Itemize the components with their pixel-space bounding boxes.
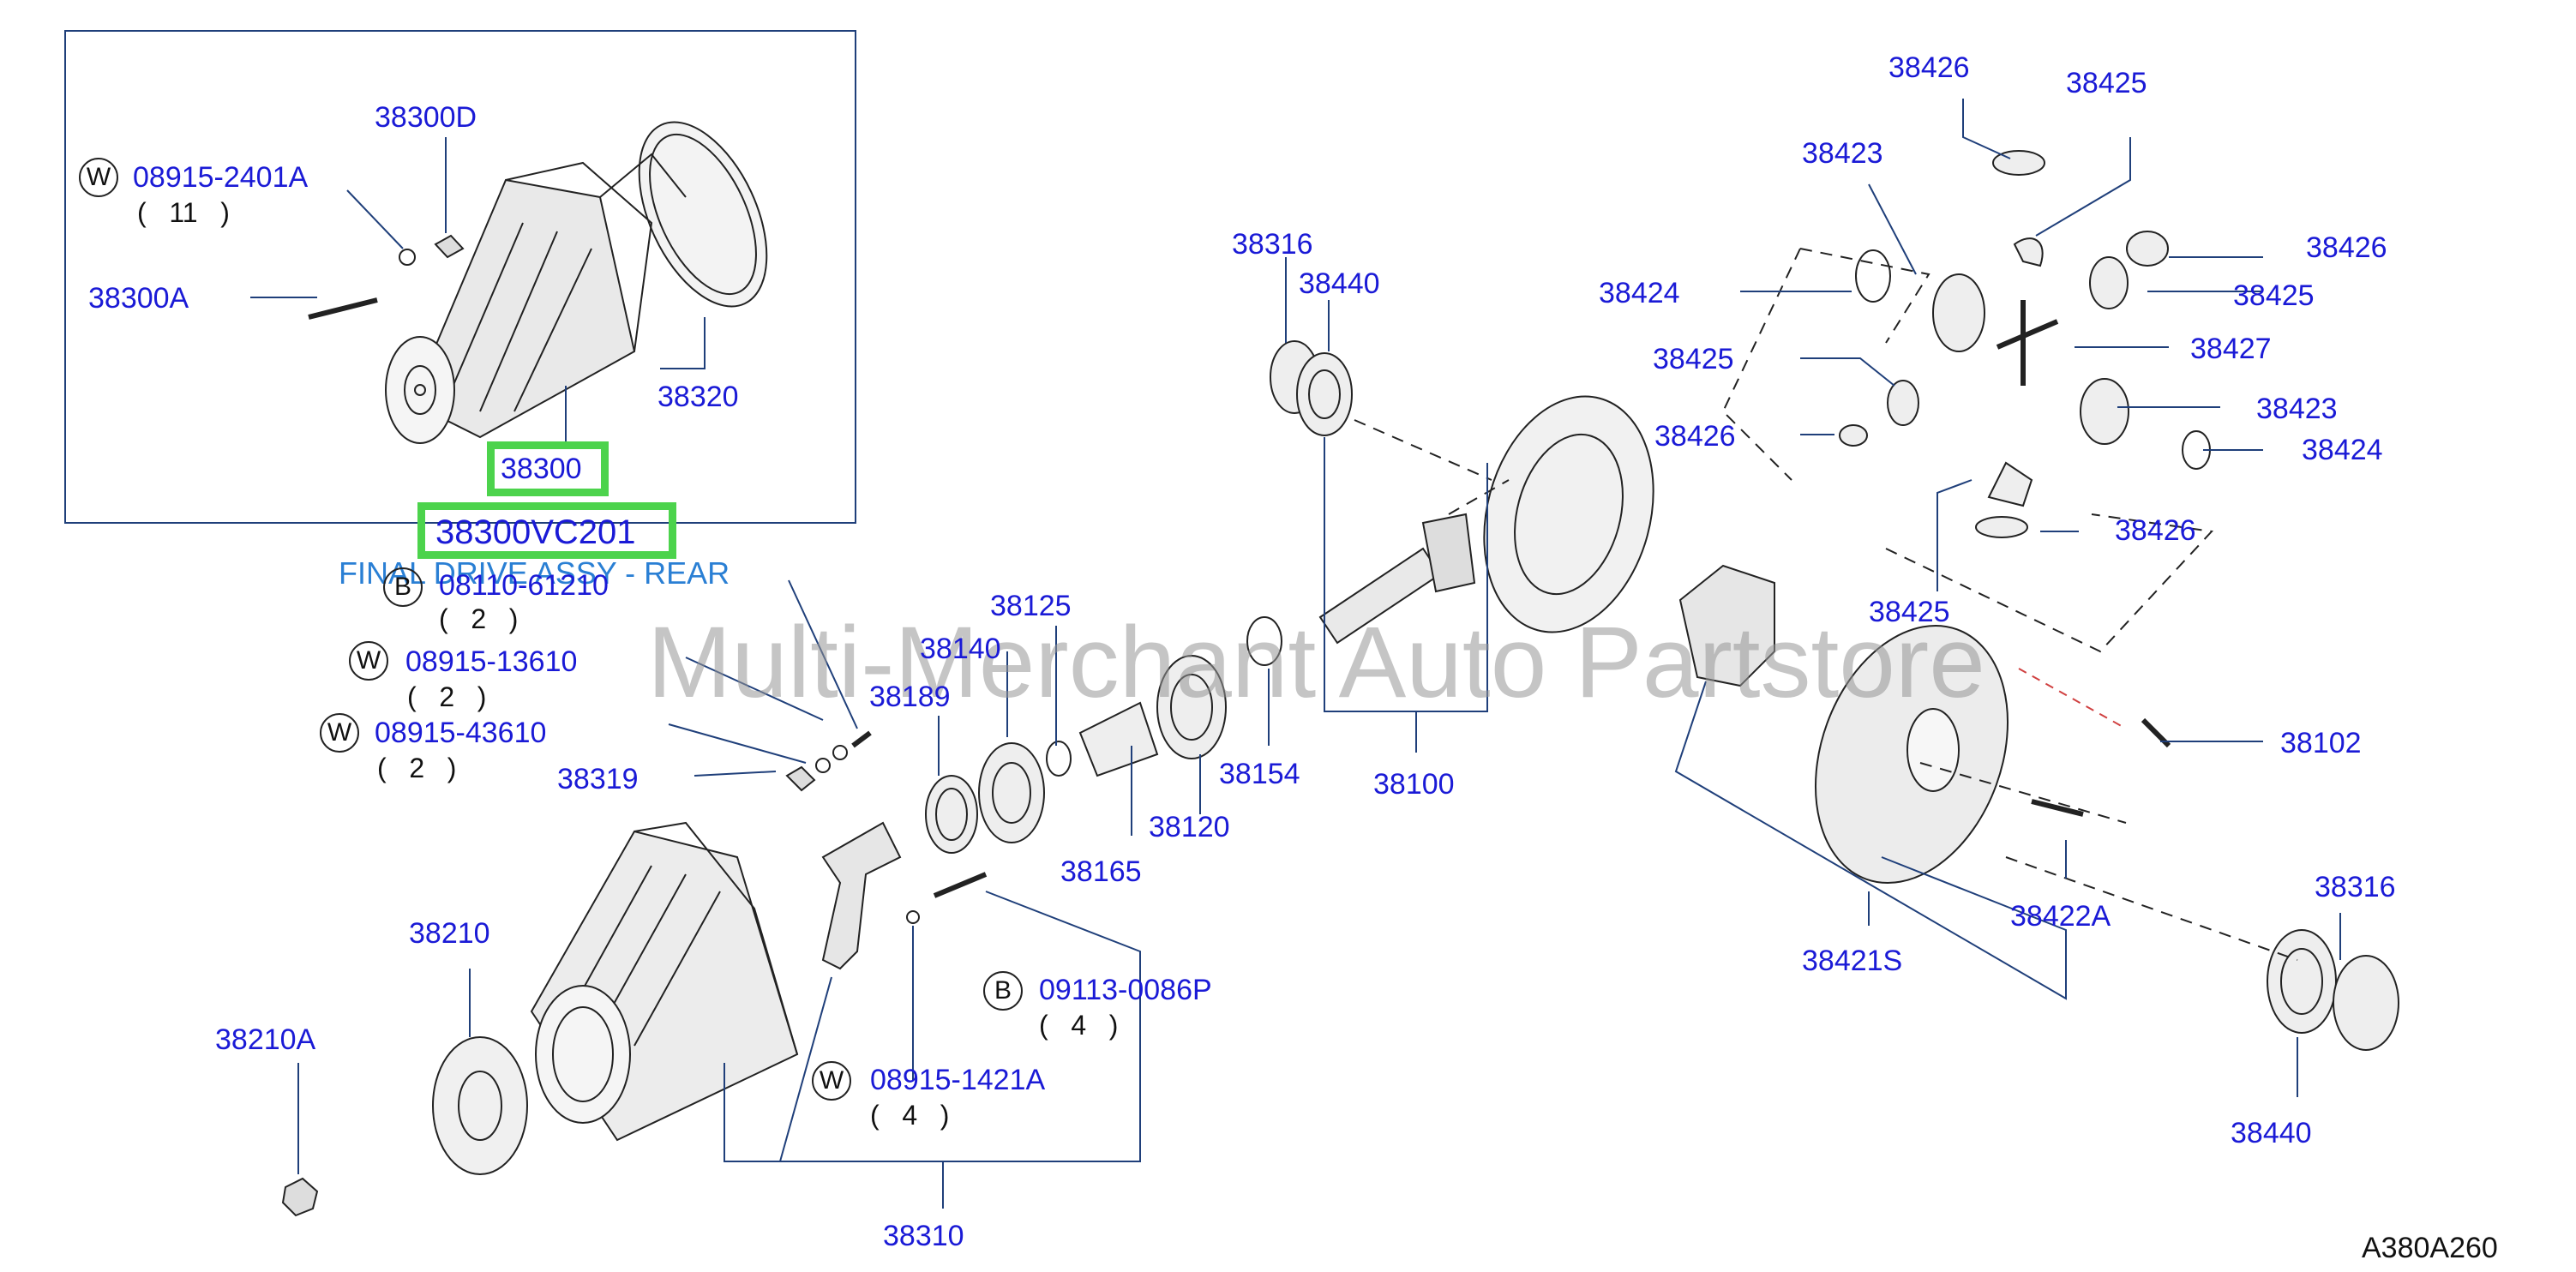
part-label-38440[interactable]: 38440 [1299,267,1380,300]
washer-badge: W [79,158,118,197]
part-label-38100[interactable]: 38100 [1373,768,1455,801]
quantity-label: ( 2 ) [407,681,487,712]
part-label-38440[interactable]: 38440 [2231,1117,2312,1149]
assembly-frame [64,30,856,524]
part-label-38210[interactable]: 38210 [409,917,490,950]
bolt-badge: B [983,971,1023,1011]
part-label-38424[interactable]: 38424 [1599,277,1680,309]
part-label-38320[interactable]: 38320 [658,381,739,413]
figure-code: A380A260 [2362,1232,2498,1264]
part-label-38102[interactable]: 38102 [2280,727,2362,759]
part-label-38316[interactable]: 38316 [1232,228,1313,261]
quantity-label: ( 11 ) [137,197,230,228]
quantity-label: ( 2 ) [439,603,519,634]
part-label-38316[interactable]: 38316 [2315,871,2396,903]
bolt-badge: B [383,567,423,607]
part-label-38189[interactable]: 38189 [869,681,951,713]
part-label-38426[interactable]: 38426 [1654,420,1736,453]
leader-dashed [1354,419,1510,515]
part-label-38424[interactable]: 38424 [2302,434,2383,466]
leader-dashed-diff [1919,762,2298,961]
quantity-label: ( 4 ) [1039,1010,1119,1041]
part-label-38427[interactable]: 38427 [2190,333,2272,365]
part-label-38422A[interactable]: 38422A [2010,900,2111,933]
part-label-38426[interactable]: 38426 [2115,514,2196,547]
part-label-38425[interactable]: 38425 [1653,343,1734,375]
part-label-08915-43610[interactable]: 08915-43610 [375,717,547,749]
part-label-38426[interactable]: 38426 [1888,51,1970,84]
leader-lines [250,99,2341,1209]
assembled-housing-drawing [308,121,768,444]
part-label-38210A[interactable]: 38210A [215,1023,316,1056]
part-label-38300A[interactable]: 38300A [88,282,189,315]
part-label-08915-2401A[interactable]: 08915-2401A [133,161,309,194]
washer-badge: W [320,713,359,753]
housing-38310-drawing [281,821,988,1217]
washer-badge: W [349,641,388,681]
washer-badge: W [812,1061,851,1101]
part-label-38125[interactable]: 38125 [990,590,1072,622]
quantity-label: ( 2 ) [377,753,457,783]
ring-gear-drawing [1270,340,1654,645]
leader-dashed-red [2018,668,2127,729]
watermark: Multi-Merchant Auto Partstore [647,606,1985,719]
part-label-38300D[interactable]: 38300D [375,101,477,134]
highlight-38300VC201 [417,502,676,559]
part-label-08915-13610[interactable]: 08915-13610 [405,645,578,678]
part-label-38425[interactable]: 38425 [2066,67,2147,99]
part-label-38319[interactable]: 38319 [557,763,639,795]
part-label-09113-0086P[interactable]: 09113-0086P [1039,974,1212,1006]
differential-drawing [1678,150,2399,1051]
part-label-08110-61210[interactable]: 08110-61210 [439,569,609,602]
leader-dashed-box [1721,248,2214,653]
part-label-38120[interactable]: 38120 [1149,811,1230,843]
part-label-38165[interactable]: 38165 [1060,855,1142,888]
part-label-38425[interactable]: 38425 [1869,596,1950,628]
part-label-38140[interactable]: 38140 [920,633,1001,665]
part-label-38426[interactable]: 38426 [2306,231,2387,264]
part-label-38423[interactable]: 38423 [2256,393,2338,425]
part-label-38300[interactable]: 38300 [501,453,582,485]
part-label-38423[interactable]: 38423 [1802,137,1883,170]
assembly-part-number[interactable]: 38300VC201 [435,513,636,551]
part-label-38154[interactable]: 38154 [1219,758,1300,790]
part-label-38425[interactable]: 38425 [2233,279,2315,312]
bearing-parts-drawing [785,616,1282,854]
part-label-08915-1421A[interactable]: 08915-1421A [870,1064,1046,1096]
quantity-label: ( 4 ) [870,1100,950,1131]
part-label-38310[interactable]: 38310 [883,1220,964,1252]
part-label-38421S[interactable]: 38421S [1802,945,1903,977]
highlight-38300 [487,441,609,496]
